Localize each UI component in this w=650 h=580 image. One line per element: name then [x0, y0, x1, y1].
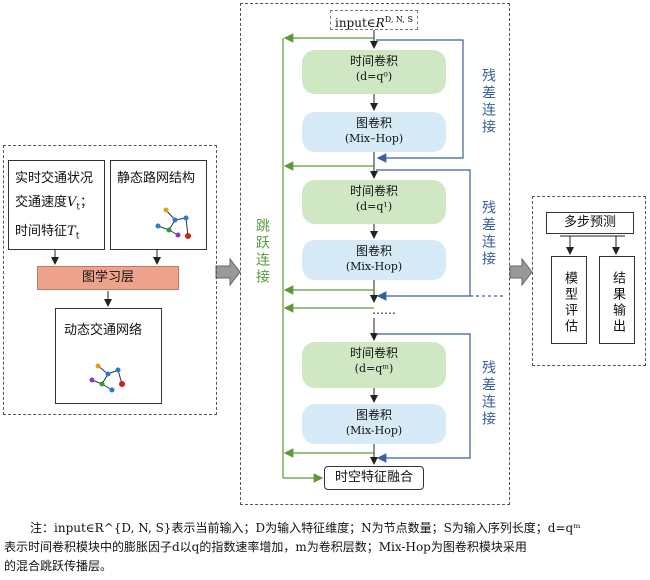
- ellipsis: ……: [372, 303, 396, 317]
- note-line-2: 表示时间卷积模块中的膨胀因子d以q的指数速率增加，m为卷积层数；Mix-Hop为…: [4, 540, 527, 554]
- note-line-1: 注：input∈R^{D, N, S}表示当前输入；D为输入特征维度；N为节点数…: [30, 521, 581, 535]
- model-panel: [240, 3, 510, 505]
- static-network-icon: [155, 207, 191, 239]
- flow-arrow-right: [509, 257, 533, 287]
- figure-note: 注：input∈R^{D, N, S}表示当前输入；D为输入特征维度；N为节点数…: [4, 519, 648, 576]
- temporal-conv-block-1: 时间卷积(d=q⁰): [302, 50, 446, 94]
- result-output-box: 结果输出: [599, 256, 635, 344]
- residual-connection-label-3: 残差连接: [480, 360, 496, 428]
- dynamic-title: 动态交通网络: [64, 323, 143, 338]
- residual-connection-label-2: 残差连接: [480, 200, 496, 268]
- temporal-conv-block-3: 时间卷积(d=qᵐ): [302, 342, 446, 388]
- input-label: input∈RD, N, S: [330, 10, 418, 30]
- skip-connection-label: 跳跃连接: [254, 218, 270, 286]
- output-panel: [532, 196, 646, 366]
- model-evaluation-box: 模型评估: [551, 256, 587, 344]
- input-panel: [3, 145, 217, 415]
- time-row: 时间特征Tt: [15, 223, 80, 242]
- note-line-3: 的混合跳跃传播层。: [4, 559, 113, 573]
- static-network-box: 静态路网结构: [110, 160, 207, 250]
- speed-row: 交通速度Vt；: [15, 195, 94, 213]
- graph-conv-block-2: 图卷积(Mix-Hop): [302, 240, 446, 280]
- dynamic-network-icon: [89, 363, 125, 393]
- temporal-conv-block-2: 时间卷积(d=q¹): [302, 180, 446, 224]
- graph-learning-layer: 图学习层: [37, 266, 179, 290]
- static-title: 静态路网结构: [117, 171, 196, 186]
- multi-step-prediction-box: 多步预测: [546, 212, 634, 234]
- graph-conv-block-3: 图卷积(Mix-Hop): [302, 404, 446, 444]
- graph-conv-block-1: 图卷积(Mix–Hop): [302, 112, 446, 152]
- flow-arrow-left: [215, 257, 241, 287]
- dynamic-network-box: 动态交通网络: [55, 308, 162, 404]
- realtime-title: 实时交通状况: [15, 171, 94, 186]
- residual-connection-label-1: 残差连接: [480, 68, 496, 136]
- spatiotemporal-fusion-box: 时空特征融合: [324, 466, 424, 490]
- realtime-traffic-box: 实时交通状况 交通速度Vt； 时间特征Tt: [8, 160, 105, 250]
